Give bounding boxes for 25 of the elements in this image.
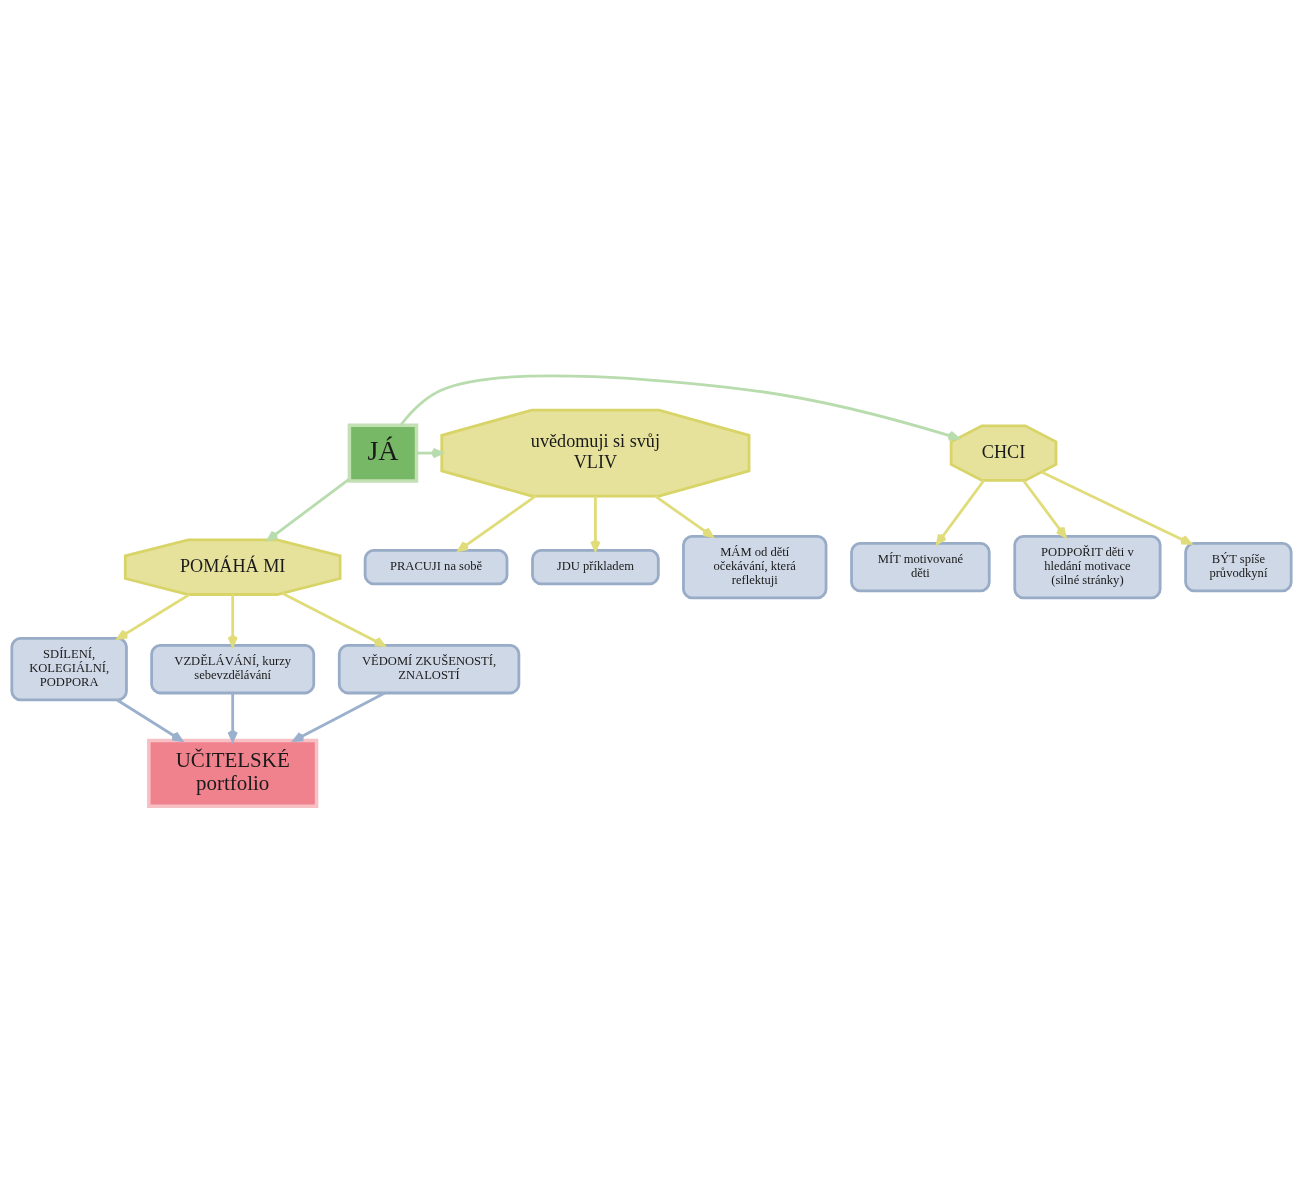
arrow (590, 496, 601, 552)
arrow (292, 691, 386, 742)
node-box: JDU příkladem (531, 549, 660, 586)
arrow (281, 592, 386, 647)
arrow (399, 374, 960, 441)
node-box: MÍT motivované děti (850, 542, 991, 593)
node-box: PRACUJI na sobě (363, 549, 509, 586)
node-box: VZDĚLÁVÁNÍ, kurzy sebevzdělávání (150, 644, 316, 695)
node-box: JÁ (347, 423, 419, 483)
node-box: UČITELSKÉ portfolio (147, 738, 319, 808)
node-box: PODPOŘIT děti v hledání motivace (silné stránky) (1013, 535, 1162, 600)
arrow (654, 494, 714, 538)
arrow (936, 479, 985, 545)
arrow (227, 594, 238, 647)
node-box: MÁM od dětí očekávání, která reflektuji (682, 535, 828, 600)
arrow (227, 693, 238, 742)
node-box: VĚDOMÍ ZKUŠENOSTÍ, ZNALOSTÍ (337, 644, 521, 695)
arrow (267, 477, 351, 542)
arrow (457, 494, 537, 552)
arrow (1040, 470, 1192, 545)
node-box: BÝT spíše průvodkyní (1184, 542, 1293, 593)
arrow (116, 593, 191, 640)
node-box: SDÍLENÍ, KOLEGIÁLNÍ, PODPORA (10, 637, 128, 702)
arrow (1022, 479, 1067, 538)
arrow (116, 698, 183, 742)
